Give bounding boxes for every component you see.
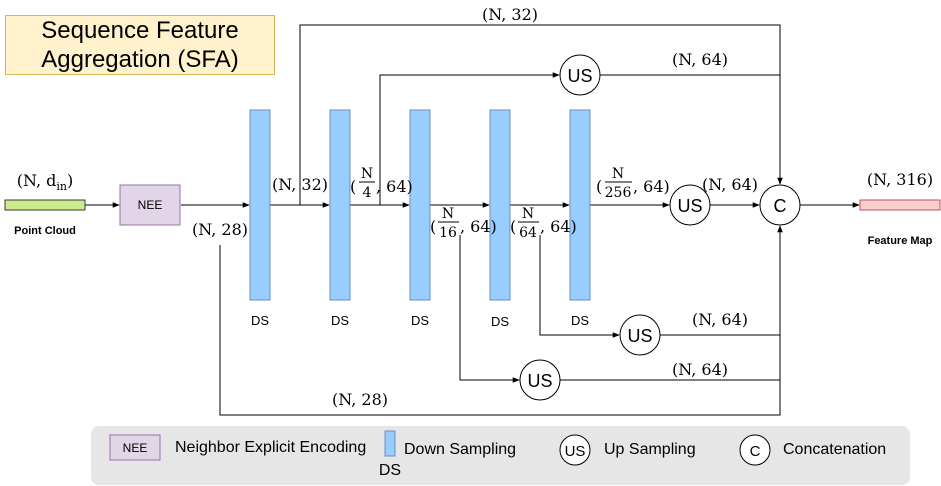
svg-text:N: N (522, 206, 534, 222)
legend-nee-swatch (109, 434, 161, 461)
svg-text:, 64): , 64) (633, 177, 670, 196)
title-line-1: Sequence Feature (41, 17, 239, 44)
label-us-low1-out: (N, 64) (692, 310, 748, 329)
legend-nee-text: Neighbor Explicit Encoding (175, 439, 367, 456)
us-node-mid (669, 184, 711, 226)
label-ds2-out: ( N 4 , 64) (350, 166, 413, 201)
edge-skip-top (299, 24, 783, 205)
us-node-low1-label: US (627, 326, 652, 346)
us-nodes: US US US US (519, 54, 711, 401)
us-node-low2-label: US (527, 371, 552, 391)
edge-ds2-to-us-top (379, 72, 560, 205)
us-node-top (559, 54, 601, 96)
ds-block-2 (329, 109, 351, 301)
input-shape-label: (N, din) (17, 171, 74, 193)
connections (85, 24, 860, 416)
edge-skip-bottom (219, 225, 783, 416)
svg-text:4: 4 (363, 185, 372, 201)
svg-text:(: ( (430, 217, 436, 236)
us-node-top-label: US (567, 66, 592, 86)
svg-text:(: ( (596, 177, 602, 196)
point-cloud-bar (4, 199, 86, 211)
ds-blocks: DS DS DS DS DS (249, 109, 591, 329)
concat-node (759, 184, 801, 226)
legend-c-swatch-label: C (750, 443, 761, 460)
ds-block-5 (569, 109, 591, 301)
ds-block-4 (489, 109, 511, 301)
svg-text:, 64): , 64) (460, 217, 497, 236)
us-node-low2 (519, 359, 561, 401)
legend-us-swatch (559, 434, 591, 466)
edge-ds3-to-us-low2 (459, 235, 520, 383)
label-us-mid-out: (N, 64) (702, 175, 758, 194)
svg-text:N: N (612, 166, 624, 182)
point-cloud-label: Point Cloud (14, 225, 76, 237)
ds-label-2: DS (331, 313, 349, 328)
label-skip-bottom: (N, 28) (332, 390, 388, 409)
svg-text:(: ( (510, 217, 516, 236)
ds-label-5: DS (571, 313, 589, 328)
feature-map-bar (859, 199, 941, 211)
us-node-low1 (619, 314, 661, 356)
title-line-2: Aggregation (SFA) (41, 46, 239, 73)
label-ds4-out: ( N 64 , 64) (510, 206, 577, 241)
feature-map-label: Feature Map (868, 235, 933, 247)
output-shape-label: (N, 316) (867, 170, 933, 189)
diagram-title: Sequence Feature Aggregation (SFA) (5, 15, 275, 75)
ds-block-1 (249, 109, 271, 301)
svg-text:N: N (442, 206, 454, 222)
legend-panel (91, 426, 910, 485)
svg-text:(: ( (350, 177, 356, 196)
concat-node-label: C (774, 196, 787, 216)
edge-ds4-to-us-low1 (539, 235, 620, 338)
legend-ds-text: Down Sampling (404, 441, 517, 458)
svg-text:, 64): , 64) (540, 217, 577, 236)
label-skip-top: (N, 32) (482, 5, 538, 24)
legend-c-swatch (739, 434, 771, 466)
nee-block-label: NEE (138, 198, 163, 212)
svg-text:, 64): , 64) (376, 177, 413, 196)
ds-block-3 (409, 109, 431, 301)
ds-label-4: DS (491, 314, 509, 329)
label-ds5-out: ( N 256 , 64) (596, 166, 670, 201)
label-ds3-out: ( N 16 , 64) (430, 206, 497, 241)
nee-block (119, 184, 181, 226)
label-us-top-out: (N, 64) (672, 50, 728, 69)
us-node-mid-label: US (677, 196, 702, 216)
svg-text:64: 64 (519, 225, 537, 241)
legend-us-swatch-label: US (565, 443, 586, 460)
label-us-low2-out: (N, 64) (672, 360, 728, 379)
legend-us-text: Up Sampling (604, 441, 696, 458)
ds-label-1: DS (251, 313, 269, 328)
svg-text:256: 256 (605, 185, 632, 201)
label-ds1-out: (N, 32) (272, 175, 328, 194)
legend-nee-swatch-label: NEE (123, 441, 148, 455)
legend-c-text: Concatenation (783, 441, 887, 458)
legend-ds-swatch (384, 430, 396, 457)
legend-ds-swatch-label: DS (379, 462, 401, 479)
edge-labels: (N, 28) (N, 32) (N, 32) ( N 4 , 64) ( N … (192, 5, 758, 409)
legend-symbols: NEE DS US C (109, 430, 771, 479)
label-nee-out: (N, 28) (192, 220, 248, 239)
svg-text:N: N (361, 166, 373, 182)
svg-text:16: 16 (439, 225, 457, 241)
ds-label-3: DS (411, 313, 429, 328)
